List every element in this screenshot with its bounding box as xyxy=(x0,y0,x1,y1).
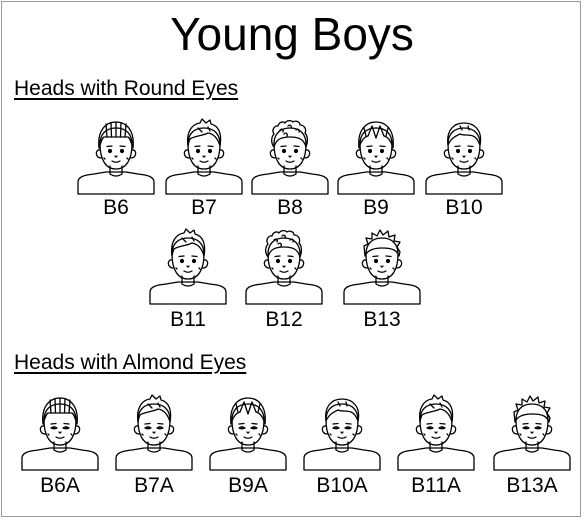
head-card-b10[interactable]: B10 xyxy=(416,112,512,232)
head-label: B10 xyxy=(445,196,483,219)
boy-head-icon xyxy=(425,122,503,195)
head-label: B9A xyxy=(228,474,268,497)
head-label: B10A xyxy=(316,474,368,497)
head-card-b13[interactable]: B13 xyxy=(334,222,430,342)
boy-head-icon xyxy=(343,229,421,305)
head-card-b6[interactable]: B6 xyxy=(68,112,164,232)
head-card-b7[interactable]: B7 xyxy=(156,112,252,232)
head-label: B11A xyxy=(411,474,461,497)
boy-head-icon xyxy=(493,395,571,471)
head-card-b10a[interactable]: B10A xyxy=(294,388,390,508)
head-card-b8[interactable]: B8 xyxy=(242,112,338,232)
head-label: B8 xyxy=(277,196,303,219)
boy-head-icon xyxy=(165,118,243,195)
head-card-b11[interactable]: B11 xyxy=(140,222,236,342)
head-card-b6a[interactable]: B6A xyxy=(12,388,108,508)
head-card-b13a[interactable]: B13A xyxy=(484,388,580,508)
head-card-b9a[interactable]: B9A xyxy=(200,388,296,508)
head-label: B7 xyxy=(191,196,217,219)
head-card-b11a[interactable]: B11A xyxy=(388,388,484,508)
boy-head-icon xyxy=(209,397,287,471)
head-card-b9[interactable]: B9 xyxy=(328,112,424,232)
boy-head-icon xyxy=(303,398,381,471)
boy-head-icon xyxy=(149,228,227,305)
boy-head-icon xyxy=(21,397,99,471)
head-label: B13A xyxy=(506,474,558,497)
head-card-b12[interactable]: B12 xyxy=(236,222,332,342)
page-title: Young Boys xyxy=(170,8,414,60)
boy-head-icon xyxy=(337,121,415,195)
boy-head-icon xyxy=(77,121,155,195)
boy-head-icon xyxy=(397,394,475,471)
section-heading-round-eyes: Heads with Round Eyes xyxy=(14,77,239,100)
head-label: B11 xyxy=(170,308,206,331)
head-label: B9 xyxy=(363,196,389,219)
head-label: B12 xyxy=(265,308,303,331)
head-label: B6 xyxy=(103,196,129,219)
boy-head-icon xyxy=(115,394,193,471)
boy-head-icon xyxy=(251,119,329,195)
boy-head-icon xyxy=(245,229,323,305)
section-heading-almond-eyes: Heads with Almond Eyes xyxy=(14,351,247,374)
head-label: B7A xyxy=(134,474,174,497)
head-label: B6A xyxy=(40,474,80,497)
head-card-b7a[interactable]: B7A xyxy=(106,388,202,508)
head-label: B13 xyxy=(363,308,401,331)
